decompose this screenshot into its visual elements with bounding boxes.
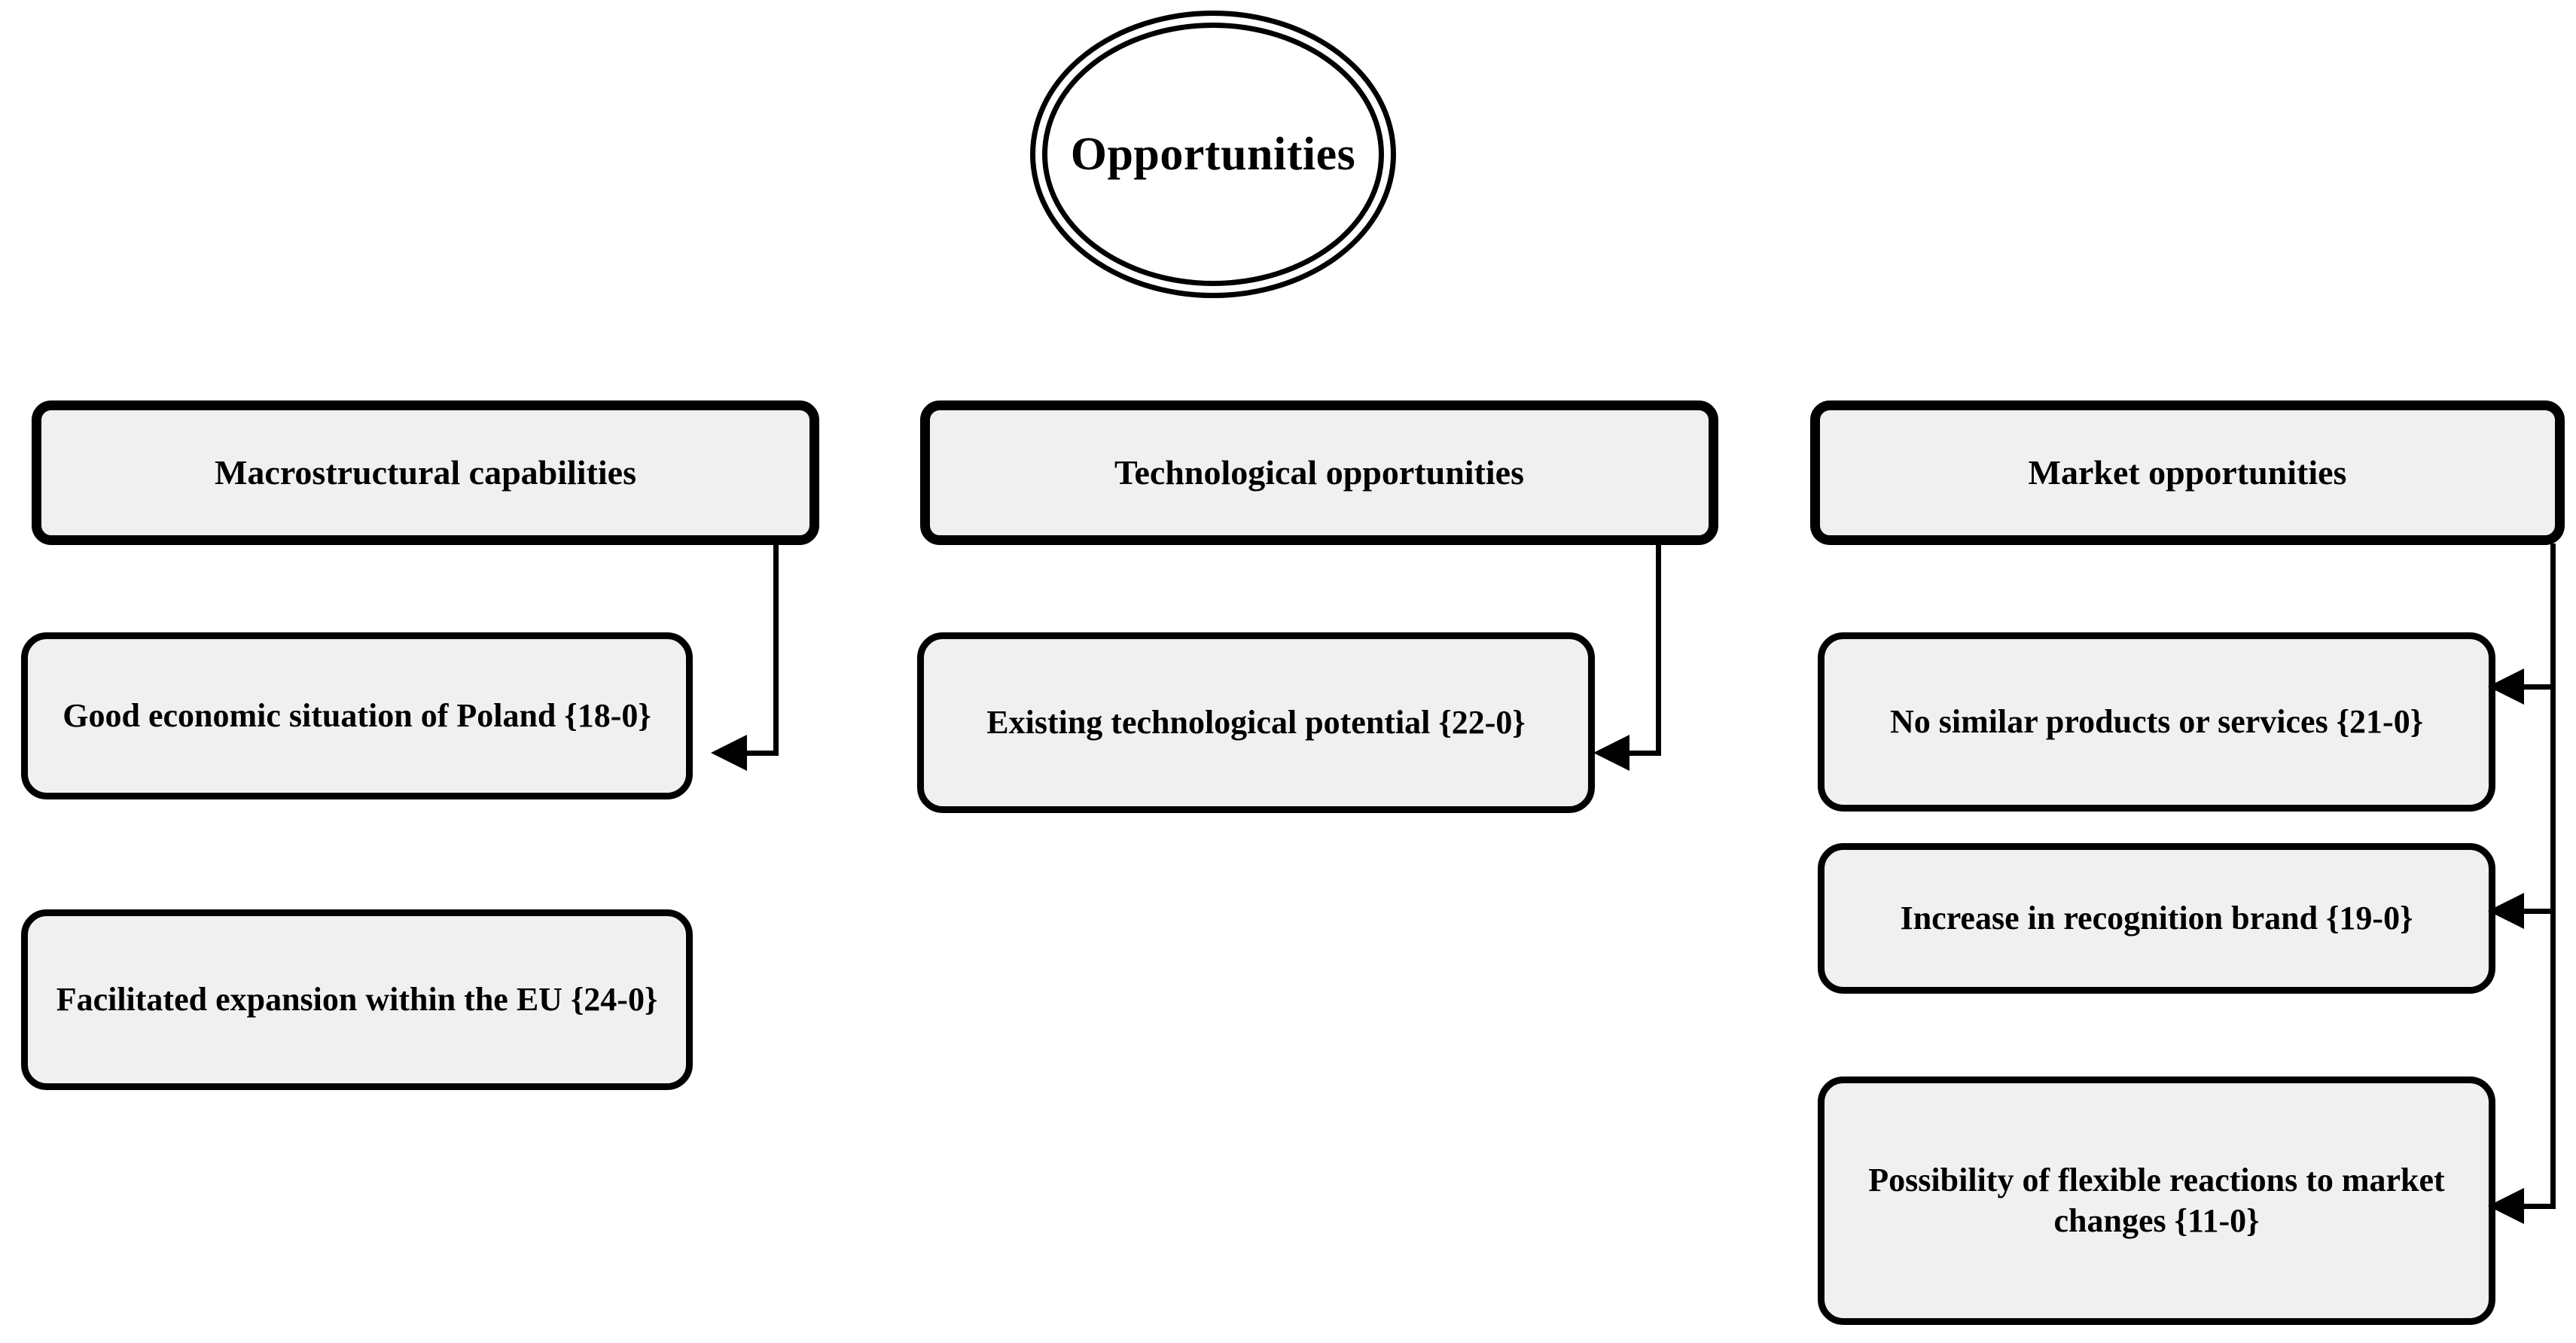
child-box-good-economic-situation[interactable]: Good economic situation of Poland {18-0} bbox=[21, 632, 693, 799]
connector-horizontal-market-3 bbox=[2523, 1204, 2556, 1209]
connector-horizontal-market-2 bbox=[2523, 909, 2556, 914]
child-box-increase-recognition-brand[interactable]: Increase in recognition brand {19-0} bbox=[1818, 843, 2495, 994]
connector-vertical-market-spine bbox=[2550, 544, 2556, 1209]
child-box-facilitated-expansion[interactable]: Facilitated expansion within the EU {24-… bbox=[21, 909, 693, 1090]
child-label-good-economic-situation: Good economic situation of Poland {18-0} bbox=[62, 697, 651, 735]
arrowhead-market-2 bbox=[2488, 893, 2524, 929]
header-box-market[interactable]: Market opportunities bbox=[1810, 400, 2565, 545]
child-box-flexible-reactions[interactable]: Possibility of flexible reactions to mar… bbox=[1818, 1077, 2495, 1325]
child-label-facilitated-expansion: Facilitated expansion within the EU {24-… bbox=[56, 981, 658, 1019]
header-box-macrostructural[interactable]: Macrostructural capabilities bbox=[32, 400, 819, 545]
arrowhead-macrostructural bbox=[711, 735, 747, 771]
header-label-macrostructural: Macrostructural capabilities bbox=[215, 452, 636, 492]
connector-vertical-macrostructural bbox=[773, 544, 779, 756]
child-label-existing-technological-potential: Existing technological potential {22-0} bbox=[986, 704, 1526, 742]
header-label-market: Market opportunities bbox=[2028, 452, 2347, 492]
child-label-flexible-reactions: Possibility of flexible reactions to mar… bbox=[1868, 1162, 2445, 1239]
header-box-technological[interactable]: Technological opportunities bbox=[920, 400, 1718, 545]
connector-horizontal-market-1 bbox=[2523, 684, 2556, 690]
arrowhead-technological bbox=[1593, 735, 1629, 771]
arrowhead-market-3 bbox=[2488, 1188, 2524, 1224]
child-box-no-similar-products[interactable]: No similar products or services {21-0} bbox=[1818, 632, 2495, 812]
header-label-technological: Technological opportunities bbox=[1114, 452, 1524, 492]
diagram-title-ellipse: Opportunities bbox=[1030, 11, 1396, 298]
page-title: Opportunities bbox=[1070, 128, 1356, 180]
connector-horizontal-macrostructural bbox=[745, 751, 779, 756]
child-label-increase-recognition-brand: Increase in recognition brand {19-0} bbox=[1900, 900, 2413, 937]
connector-vertical-technological bbox=[1656, 544, 1661, 756]
child-box-existing-technological-potential[interactable]: Existing technological potential {22-0} bbox=[917, 632, 1595, 813]
arrowhead-market-1 bbox=[2488, 668, 2524, 705]
connector-horizontal-technological bbox=[1628, 751, 1661, 756]
child-label-no-similar-products: No similar products or services {21-0} bbox=[1889, 703, 2424, 741]
